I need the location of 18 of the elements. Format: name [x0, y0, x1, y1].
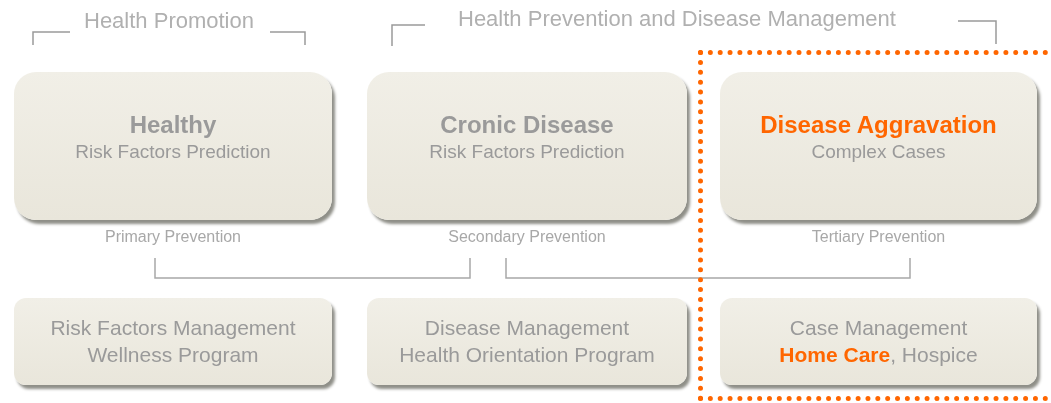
box-heading: Case Management	[789, 315, 968, 342]
box-text: Home Care, Hospice	[779, 341, 978, 368]
box-heading: Disease Management	[424, 315, 630, 342]
stage-caption: Tertiary Prevention	[810, 228, 947, 246]
box-heading: Healthy	[129, 110, 217, 141]
stage-caption: Primary Prevention	[103, 228, 242, 246]
stage-caption: Secondary Prevention	[447, 228, 607, 246]
rounded-box	[720, 298, 1037, 385]
box-text: Complex Cases	[811, 140, 946, 164]
box-text: Wellness Program	[87, 341, 259, 368]
box-text: Risk Factors Prediction	[75, 140, 271, 164]
box-heading: Cronic Disease	[440, 110, 614, 141]
box-heading: Risk Factors Management	[50, 315, 296, 342]
box-text: Health Orientation Program	[399, 341, 655, 368]
rounded-box	[14, 298, 332, 385]
rounded-box	[367, 298, 687, 385]
box-text: Risk Factors Prediction	[429, 140, 625, 164]
box-heading: Disease Aggravation	[760, 110, 997, 141]
